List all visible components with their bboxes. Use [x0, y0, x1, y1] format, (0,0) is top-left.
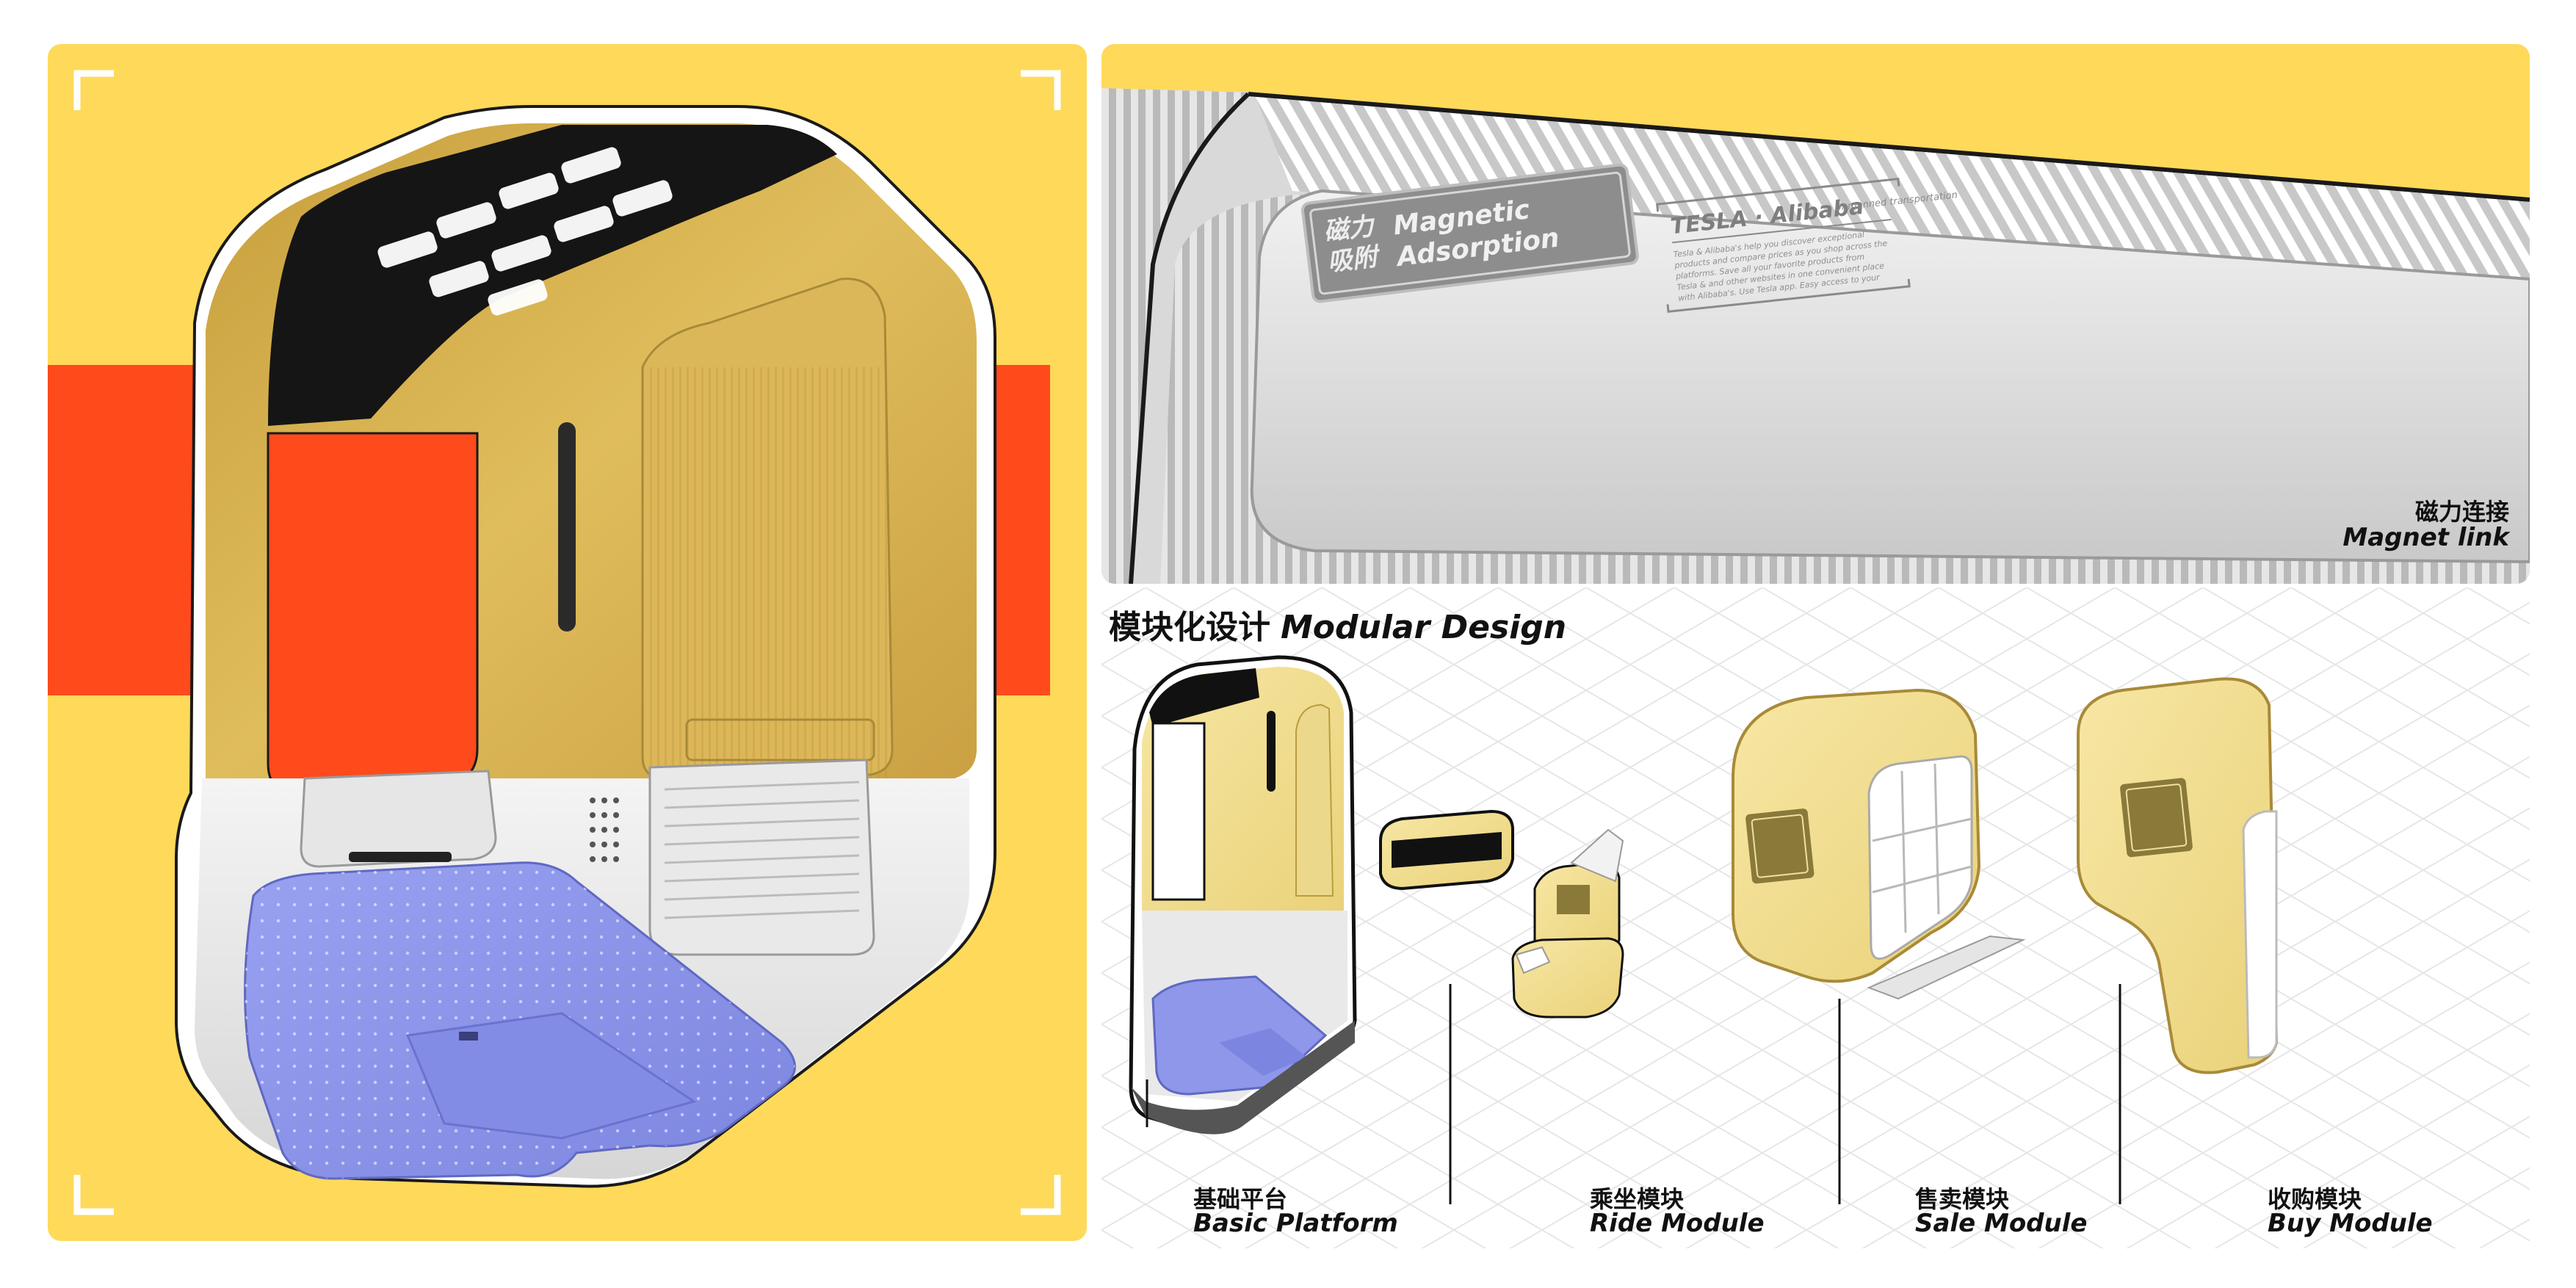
magnet-link-caption-cn: 磁力连接 — [2414, 498, 2509, 526]
module-label-ride-en: Ride Module — [1590, 1209, 1765, 1238]
module-label-basic-cn: 基础平台 — [1193, 1185, 1288, 1213]
speaker-grille — [590, 797, 619, 862]
magnetic-plate — [1300, 163, 1639, 303]
magnet-link-caption-en: Magnet link — [2342, 523, 2509, 552]
sale-module-illustration — [1732, 688, 2026, 1204]
frame-corners — [73, 70, 1061, 1215]
module-label-ride-cn: 乘坐模块 — [1590, 1185, 1685, 1213]
module-label-basic-en: Basic Platform — [1193, 1209, 1398, 1238]
modular-design-title-en: Modular Design — [1281, 609, 1567, 646]
module-label-buy-cn: 收购模块 — [2268, 1185, 2362, 1213]
modular-design-title-cn: 模块化设计 — [1109, 609, 1270, 646]
module-label-sale-cn: 售卖模块 — [1915, 1185, 2010, 1213]
basic-platform-illustration — [1129, 655, 1357, 1135]
plate-cn-line1: 磁力 — [1322, 211, 1377, 247]
hero-render-panel — [48, 44, 1087, 1241]
buy-module-emblem — [2120, 778, 2193, 858]
ceiling-light-tiles — [377, 147, 673, 316]
air-vent-slot — [558, 422, 576, 632]
module-label-sale-en: Sale Module — [1915, 1209, 2088, 1238]
fine-print: Tesla & Alibaba's help you discover exce… — [1673, 230, 1888, 303]
right-seat-ribs — [664, 781, 860, 919]
floor-center-tray — [405, 1012, 697, 1140]
plate-cn-line2: 吸附 — [1325, 242, 1382, 278]
ride-module-illustration — [1379, 809, 1624, 1204]
ribbed-band — [1256, 97, 2530, 286]
buy-module-illustration — [2077, 677, 2279, 1204]
left-seat-bench — [300, 770, 497, 868]
ceiling-light-panel — [268, 125, 837, 426]
sale-module-emblem — [1745, 808, 1815, 884]
magnet-link-detail-panel: 磁力 吸附 Magnetic Adsorption TESLA · Alibab… — [1101, 44, 2530, 584]
module-body-face — [1250, 189, 2530, 564]
modular-design-title: 模块化设计 Modular Design — [1109, 601, 1566, 648]
cabin-render — [48, 70, 1061, 1215]
modular-design-drawing — [1101, 587, 2530, 1248]
yellow-shell-top — [1101, 44, 2530, 198]
magnet-detail-render: 磁力 吸附 Magnetic Adsorption TESLA · Alibab… — [1101, 44, 2530, 584]
module-label-buy-en: Buy Module — [2268, 1209, 2433, 1238]
